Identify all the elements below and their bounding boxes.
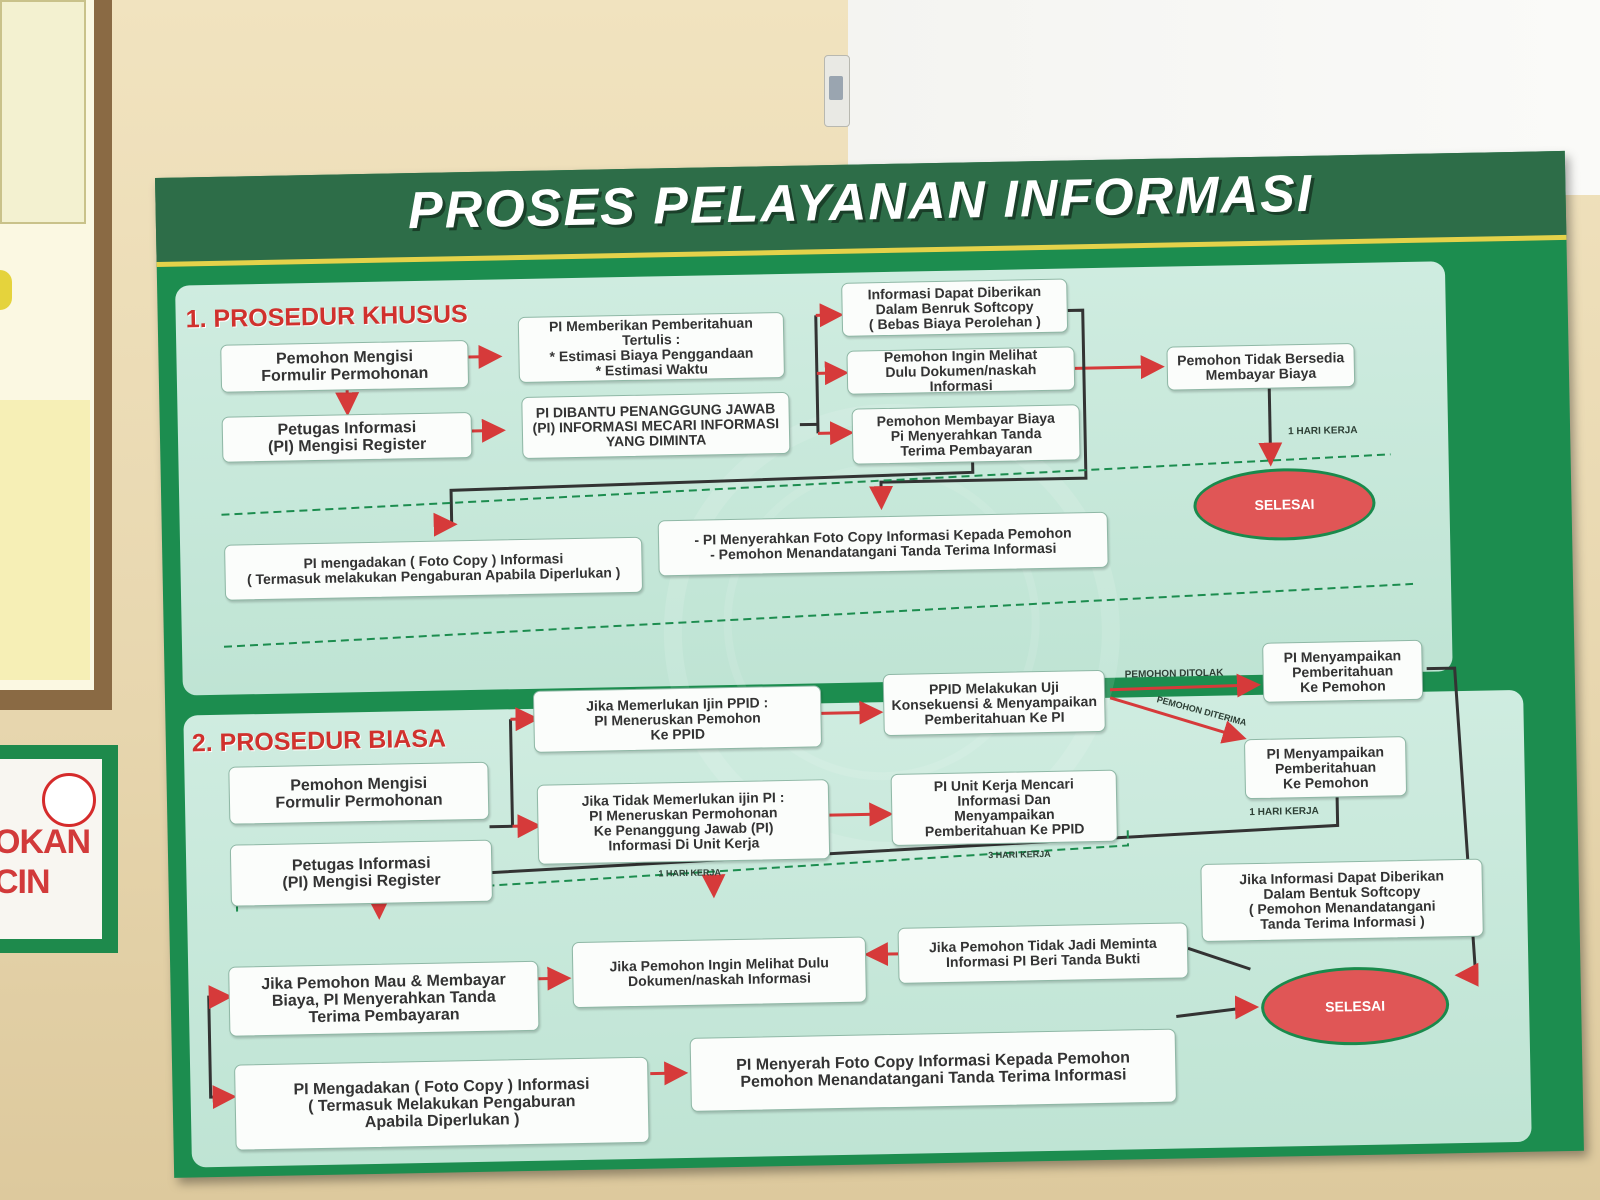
small-sign-frame: OKAN CIN [0, 745, 118, 953]
left-poster-frame [0, 0, 112, 710]
left-poster-text-panel [0, 0, 86, 224]
tag-biasa-hari-1b: 1 HARI KERJA [1249, 805, 1319, 819]
arrow-b4-b6 [829, 802, 894, 827]
arrow-k7-k9 [449, 462, 975, 525]
sign-text-1: OKAN [0, 823, 91, 861]
arrow-b12-b11 [864, 942, 899, 967]
sign-text-2: CIN [0, 863, 51, 901]
node-biasa-menyerah: PI Menyerah Foto Copy Informasi Kepada P… [689, 1028, 1177, 1112]
node-biasa-melihat: Jika Pemohon Ingin Melihat Dulu Dokumen/… [571, 936, 867, 1009]
heading-prosedur-biasa: 2. PROSEDUR BIASA [191, 724, 447, 758]
node-khusus-membayar: Pemohon Membayar Biaya Pi Menyerahkan Ta… [851, 404, 1081, 465]
node-biasa-tidak-jadi: Jika Pemohon Tidak Jadi Meminta Informas… [897, 922, 1189, 984]
wall-switch [824, 55, 850, 127]
arrow-b3-b5 [820, 700, 884, 725]
node-khusus-pemberitahuan: PI Memberikan Pemberitahuan Tertulis : *… [517, 311, 785, 384]
line-b8-down [376, 795, 1340, 909]
tag-khusus-hari: 1 HARI KERJA [1287, 424, 1358, 438]
node-khusus-menyerahkan: - PI Menyerahkan Foto Copy Informasi Kep… [657, 511, 1109, 577]
arrow-b14-end [1176, 1005, 1252, 1019]
node-biasa-pemberitahuan-1: PI Menyampaikan Pemberitahuan Ke Pemohon [1262, 639, 1424, 703]
node-biasa-tanpa-ijin: Jika Tidak Memerlukan ijin PI : PI Mener… [536, 779, 831, 865]
node-biasa-register: Petugas Informasi (PI) Mengisi Register [229, 839, 493, 907]
line-k5-down [879, 308, 1088, 495]
node-biasa-ijin-ppid: Jika Memerlukan Ijin PPID : PI Meneruska… [532, 685, 823, 753]
node-khusus-register: Petugas Informasi (PI) Mengisi Register [221, 411, 473, 463]
left-poster-yellow-panel [0, 400, 90, 680]
arrow-b5-b7 [1109, 673, 1261, 698]
node-khusus-dibantu: PI DIBANTU PENANGGUNG JAWAB (PI) INFORMA… [521, 391, 791, 459]
switch-label [829, 76, 843, 100]
node-khusus-formulir: Pemohon Mengisi Formulir Permohonan [220, 340, 470, 393]
node-khusus-softcopy: Informasi Dapat Diberikan Dalam Benruk S… [841, 278, 1069, 337]
node-biasa-formulir: Pemohon Mengisi Formulir Permohonan [228, 761, 490, 825]
tag-biasa-ditolak: PEMOHON DITOLAK [1124, 667, 1224, 681]
node-biasa-pemberitahuan-2: PI Menyampaikan Pemberitahuan Ke Pemohon [1243, 736, 1408, 800]
arrow-b12-end [1187, 946, 1251, 971]
node-biasa-softcopy: Jika Informasi Dapat Diberikan Dalam Ben… [1200, 858, 1484, 943]
heading-prosedur-khusus: 1. PROSEDUR KHUSUS [185, 300, 468, 334]
arrow-k1-k3 [468, 344, 503, 369]
node-biasa-uji-konsekuensi: PPID Melakukan Uji Konsekuensi & Menyamp… [882, 669, 1106, 737]
small-sign: OKAN CIN [0, 759, 102, 939]
tag-biasa-hari-3: 3 HARI KERJA [988, 848, 1051, 861]
node-khusus-fotocopy: PI mengadakan ( Foto Copy ) Informasi ( … [224, 536, 644, 601]
sign-logo-icon [42, 773, 96, 827]
bracket-b-vertical [508, 719, 515, 827]
dash-k-2 [223, 582, 1414, 648]
arrow-k2-k4 [471, 418, 506, 443]
node-khusus-melihat: Pemohon Ingin Melihat Dulu Dokumen/naska… [846, 346, 1076, 395]
node-biasa-unit-kerja: PI Unit Kerja Mencari Informasi Dan Meny… [890, 769, 1118, 846]
arrow-k6-k8 [1074, 355, 1165, 380]
node-biasa-fotocopy: PI Mengadakan ( Foto Copy ) Informasi ( … [234, 1056, 650, 1151]
bracket-b10-b13 [207, 995, 231, 1099]
left-poster [0, 0, 94, 690]
arrow-b5-b8 [1109, 696, 1247, 744]
node-biasa-membayar: Jika Pemohon Mau & Membayar Biaya, PI Me… [228, 960, 540, 1037]
info-service-board: PROSES PELAYANAN INFORMASI [155, 150, 1584, 1178]
arrow-to-k7 [817, 421, 855, 446]
dash-k-1 [221, 453, 1391, 516]
node-khusus-tidak-bersedia: Pemohon Tidak Bersedia Membayar Biaya [1166, 343, 1356, 391]
arrow-b13-b14 [650, 1061, 689, 1086]
arrow-b10-b11 [538, 966, 572, 991]
tag-biasa-hari-1: 1 HARI KERJA [658, 867, 722, 879]
left-poster-dot [0, 270, 12, 310]
